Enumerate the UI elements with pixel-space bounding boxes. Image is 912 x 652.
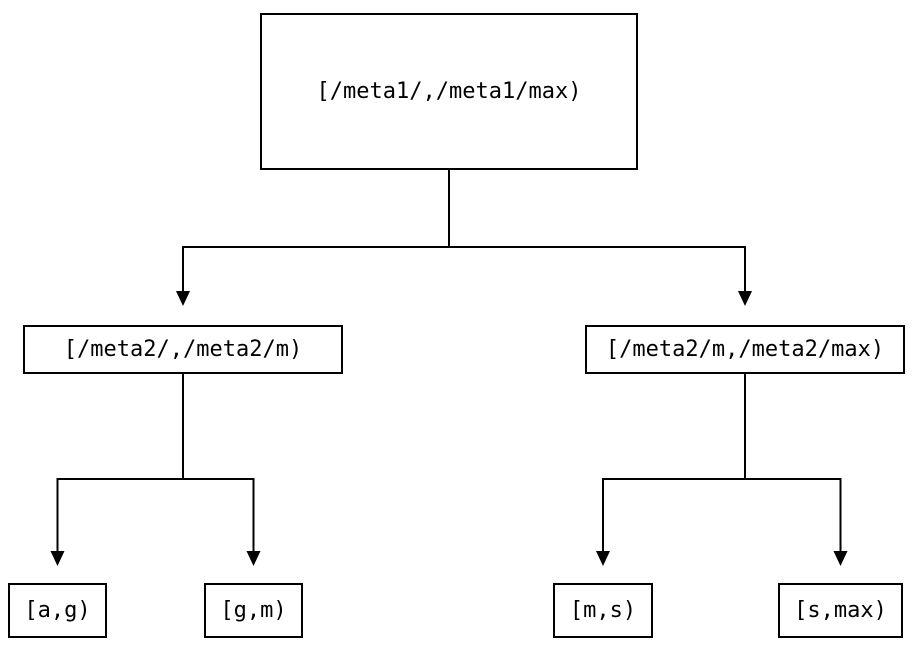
node-right-interval: [/meta2/m,/meta2/max) xyxy=(585,325,905,374)
node-leaf-gm: [g,m) xyxy=(204,583,303,638)
node-root-interval: [/meta1/,/meta1/max) xyxy=(260,13,638,170)
arrowhead-down-icon xyxy=(246,551,261,566)
arrowhead-down-icon xyxy=(50,551,65,566)
node-leaf-smax: [s,max) xyxy=(778,583,903,638)
arrowhead-down-icon xyxy=(833,551,848,566)
node-left-interval: [/meta2/,/meta2/m) xyxy=(23,325,343,374)
arrowhead-down-icon xyxy=(738,291,752,306)
arrowhead-down-icon xyxy=(596,551,610,566)
node-leaf-ag: [a,g) xyxy=(8,583,107,638)
arrowhead-down-icon xyxy=(176,291,190,306)
node-leaf-ms: [m,s) xyxy=(553,583,653,638)
